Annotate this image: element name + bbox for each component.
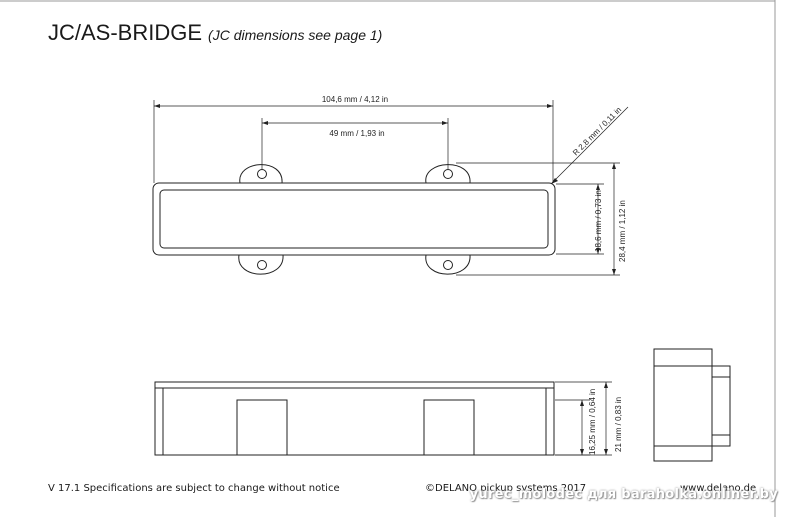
dimension-overall-length (153, 100, 554, 183)
title-subtitle: (JC dimensions see page 1) (208, 27, 383, 43)
screw-hole-top-left (257, 169, 267, 179)
top-view (152, 164, 556, 275)
dimension-radius-leader (550, 106, 629, 185)
screw-hole-top-right (443, 169, 453, 179)
total-height-label: 21 mm / 0,83 in (614, 397, 623, 452)
mount-ear-top-left (239, 164, 283, 184)
watermark: yurec_molodec для baraholka.onliner.by (469, 487, 778, 502)
mount-foot-right (423, 399, 475, 456)
pickup-body-inner (159, 189, 549, 249)
overall-length-label: 104,6 mm / 4,12 in (322, 95, 388, 104)
screw-hole-bottom-right (443, 260, 453, 270)
total-width-label: 28,4 mm / 1,12 in (618, 200, 627, 262)
footer-copyright: ©DELANO pickup systems 2017 (425, 483, 587, 494)
footer-website: www.delano.de (680, 483, 757, 494)
corner-radius-label: R 2,8 mm / 0,11 in (571, 105, 623, 157)
dimension-total-width (456, 162, 620, 276)
end-view-flange-bottom-outer (711, 434, 731, 447)
screw-hole-bottom-left (257, 260, 267, 270)
mount-foot-left (236, 399, 288, 456)
dimension-body-height (555, 399, 590, 456)
dimension-body-width (556, 183, 604, 255)
page-title: JC/AS-BRIDGE (JC dimensions see page 1) (48, 20, 382, 46)
end-view-flange-body (711, 376, 731, 436)
end-view-flange-top-outer (711, 365, 731, 378)
footer-version: V 17.1 Specifications are subject to cha… (48, 483, 340, 494)
mount-spacing-label: 49 mm / 1,93 in (329, 129, 384, 138)
mount-ear-bottom-right (425, 254, 471, 275)
side-body (154, 381, 555, 456)
end-view (653, 348, 731, 462)
body-height-label: 16,25 mm / 0,64 in (588, 389, 597, 455)
dimension-mount-spacing (261, 118, 449, 169)
mount-ear-top-right (425, 164, 471, 184)
title-main: JC/AS-BRIDGE (48, 20, 203, 45)
dimension-total-height (555, 381, 612, 456)
side-view (154, 381, 555, 456)
body-width-label: 18,6 mm / 0,73 in (594, 190, 603, 252)
mount-ear-bottom-left (238, 254, 284, 275)
